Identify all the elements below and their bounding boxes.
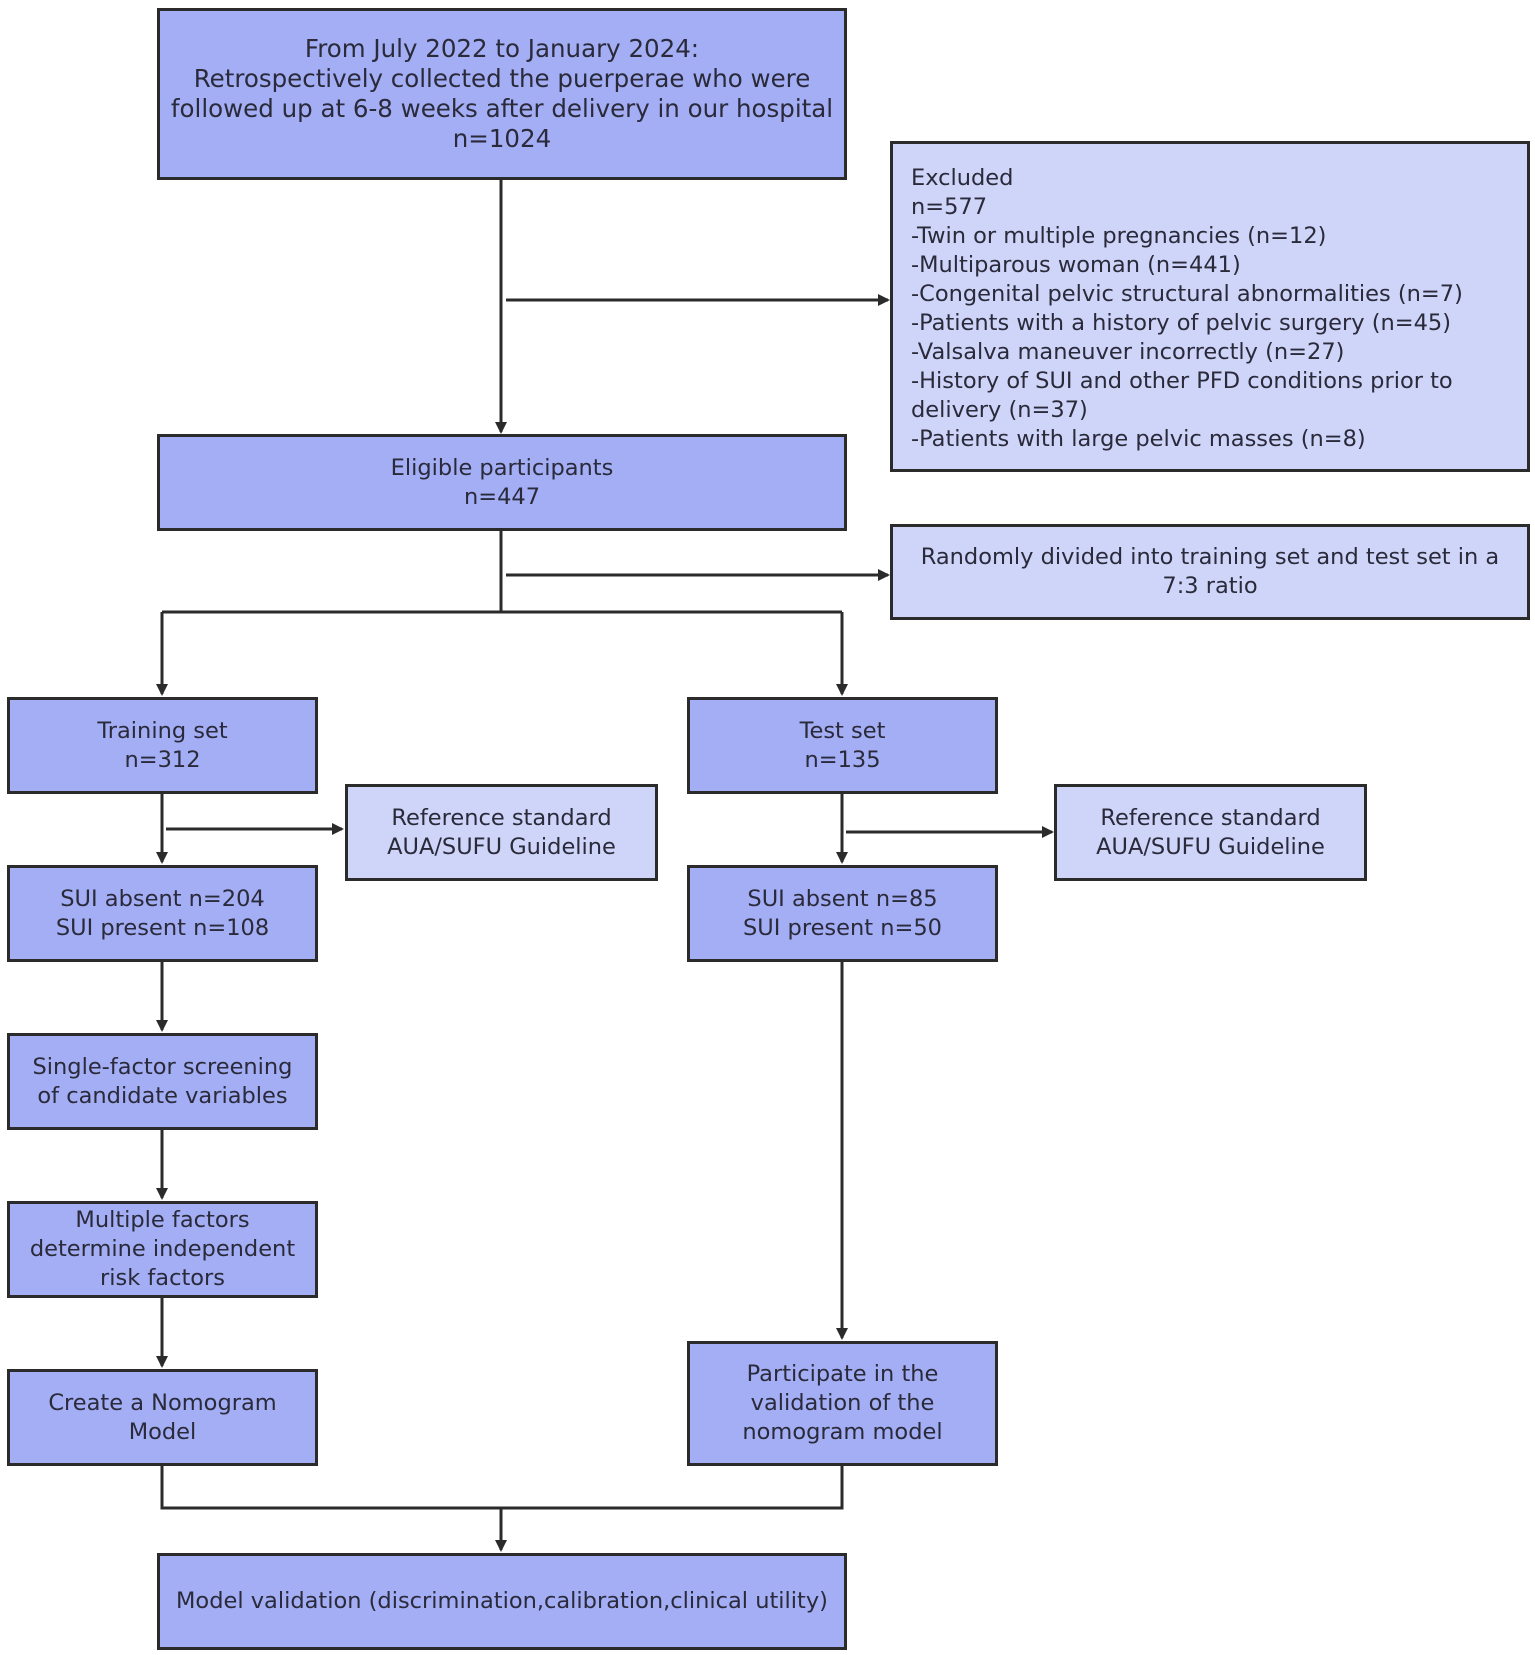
participate-line-1: Participate in the bbox=[746, 1361, 939, 1387]
create-nomogram-box: Create a Nomogram Model bbox=[7, 1369, 318, 1466]
ref-test-line-1: Reference standard bbox=[1100, 804, 1321, 831]
multi-line-1: Multiple factors bbox=[75, 1207, 250, 1233]
excluded-line-3: -Twin or multiple pregnancies (n=12) bbox=[911, 223, 1327, 249]
excluded-line-1: Excluded bbox=[911, 165, 1014, 191]
excluded-line-9: delivery (n=37) bbox=[911, 397, 1088, 423]
multi-line-3: risk factors bbox=[99, 1265, 226, 1291]
ref-train-line-1: Reference standard bbox=[391, 804, 612, 831]
eligible-line-2: n=447 bbox=[463, 483, 541, 510]
ref-train-line-2: AUA/SUFU Guideline bbox=[387, 833, 616, 860]
participate-line-2: validation of the bbox=[750, 1390, 935, 1416]
sui-test-box: SUI absent n=85 SUI present n=50 bbox=[687, 865, 998, 962]
excluded-line-6: -Patients with a history of pelvic surge… bbox=[911, 310, 1451, 336]
reference-standard-test-box: Reference standard AUA/SUFU Guideline bbox=[1054, 784, 1367, 881]
multiple-factors-box: Multiple factors determine independent r… bbox=[7, 1201, 318, 1298]
source-line-3: followed up at 6-8 weeks after delivery … bbox=[170, 94, 834, 123]
training-set-box: Training set n=312 bbox=[7, 697, 318, 794]
training-line-1: Training set bbox=[97, 717, 228, 744]
source-line-2: Retrospectively collected the puerperae … bbox=[193, 64, 811, 93]
training-line-2: n=312 bbox=[124, 746, 201, 773]
nomogram-line-2: Model bbox=[128, 1418, 197, 1445]
multi-line-2: determine independent bbox=[29, 1236, 296, 1262]
excluded-line-8: -History of SUI and other PFD conditions… bbox=[911, 368, 1453, 394]
single-line-2: of candidate variables bbox=[37, 1082, 288, 1109]
source-line-4: n=1024 bbox=[452, 124, 552, 153]
participate-validation-box: Participate in the validation of the nom… bbox=[687, 1341, 998, 1466]
excluded-line-5: -Congenital pelvic structural abnormalit… bbox=[911, 281, 1463, 307]
split-line-1: Randomly divided into training set and t… bbox=[920, 544, 1500, 570]
excluded-line-10: -Patients with large pelvic masses (n=8) bbox=[911, 426, 1366, 452]
sui-train-line-1: SUI absent n=204 bbox=[60, 885, 265, 912]
single-line-1: Single-factor screening bbox=[32, 1053, 293, 1080]
excluded-line-4: -Multiparous woman (n=441) bbox=[911, 252, 1241, 278]
sui-training-box: SUI absent n=204 SUI present n=108 bbox=[7, 865, 318, 962]
single-factor-screening-box: Single-factor screening of candidate var… bbox=[7, 1033, 318, 1130]
model-validation-line-1: Model validation (discrimination,calibra… bbox=[176, 1588, 828, 1614]
connector-nomogram-merge bbox=[160, 1466, 844, 1510]
excluded-line-7: -Valsalva maneuver incorrectly (n=27) bbox=[911, 339, 1345, 365]
test-line-1: Test set bbox=[799, 717, 886, 744]
source-population-box: From July 2022 to January 2024: Retrospe… bbox=[157, 8, 847, 180]
eligible-line-1: Eligible participants bbox=[390, 454, 614, 481]
excluded-line-2: n=577 bbox=[911, 194, 988, 220]
sui-test-line-1: SUI absent n=85 bbox=[747, 885, 938, 912]
ref-test-line-2: AUA/SUFU Guideline bbox=[1096, 833, 1325, 860]
test-set-box: Test set n=135 bbox=[687, 697, 998, 794]
nomogram-line-1: Create a Nomogram bbox=[48, 1389, 277, 1416]
reference-standard-training-box: Reference standard AUA/SUFU Guideline bbox=[345, 784, 658, 881]
split-line-2: 7:3 ratio bbox=[1162, 573, 1258, 599]
test-line-2: n=135 bbox=[804, 746, 881, 773]
model-validation-box: Model validation (discrimination,calibra… bbox=[157, 1553, 847, 1650]
sui-test-line-2: SUI present n=50 bbox=[743, 914, 942, 941]
excluded-box: Excluded n=577 -Twin or multiple pregnan… bbox=[890, 141, 1530, 472]
participate-line-3: nomogram model bbox=[742, 1419, 943, 1445]
source-line-1: From July 2022 to January 2024: bbox=[304, 34, 700, 63]
eligible-participants-box: Eligible participants n=447 bbox=[157, 434, 847, 531]
sui-train-line-2: SUI present n=108 bbox=[55, 914, 270, 941]
random-split-box: Randomly divided into training set and t… bbox=[890, 524, 1530, 620]
